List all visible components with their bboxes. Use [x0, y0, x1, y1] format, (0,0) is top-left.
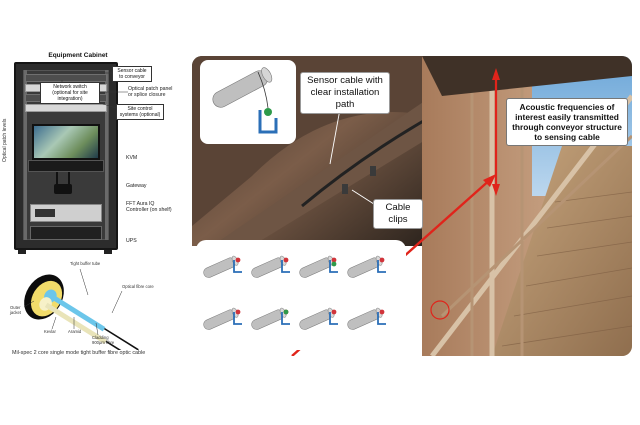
label-kevlar: Kevlar — [44, 329, 56, 334]
gateway-antenna-icon — [56, 172, 58, 185]
callout-network-switch: Network switch (optional for site integr… — [40, 82, 100, 104]
fibre-caption: Mil-spec 2 core single mode tight buffer… — [12, 350, 146, 356]
cabinet-title: Equipment Cabinet — [48, 52, 108, 59]
clip-variants-illustration — [201, 254, 387, 333]
clip-detail-insert — [200, 60, 296, 144]
rack-unit-patch — [25, 74, 107, 82]
cabinet-leader-lines — [61, 72, 128, 109]
fibre-cable-illustration — [23, 268, 141, 350]
label-aramid: Aramid — [68, 329, 82, 334]
kvm-keyboard — [28, 160, 104, 172]
label-ups: UPS — [126, 238, 137, 244]
sensor-cable-label: Sensor cable with clear installation pat… — [300, 72, 390, 114]
cabinet-feet — [16, 250, 116, 254]
clip-detail-illustration — [212, 67, 278, 134]
label-outer-jacket: Outer jacket — [10, 305, 21, 315]
rack-rail-right — [105, 70, 108, 240]
label-optical-fibre: Optical fibre core — [122, 284, 154, 289]
label-cladding: Cladding 900μm fibre — [92, 335, 115, 345]
controller-unit — [30, 204, 102, 222]
gateway-antenna-icon — [68, 172, 70, 185]
ups-unit — [30, 226, 102, 240]
label-controller: FFT Aura IQ Controller (on shelf) — [126, 201, 172, 214]
controller-display — [35, 209, 55, 217]
callout-sensor-cable: Sensor cable to conveyor — [112, 66, 152, 82]
cabinet-foot — [104, 250, 112, 254]
kvm-screen — [32, 124, 100, 160]
cabinet-foot — [18, 250, 26, 254]
label-tight-buffer: Tight buffer tube — [70, 261, 101, 266]
gateway-device — [54, 184, 72, 194]
acoustic-frequency-label: Acoustic frequencies of interest easily … — [506, 98, 628, 147]
cable-clips-label: Cable clips — [373, 199, 423, 229]
rack-rail-left — [24, 70, 27, 240]
callout-site-control: Site control systems (optional) — [116, 104, 164, 120]
rack-unit-site-control — [25, 104, 107, 112]
label-gateway: Gateway — [126, 183, 147, 189]
clip-variants-insert — [196, 240, 406, 350]
label-patch-panel: Optical patch panel or splice closure — [128, 86, 173, 99]
label-kvm: KVM — [126, 155, 138, 161]
